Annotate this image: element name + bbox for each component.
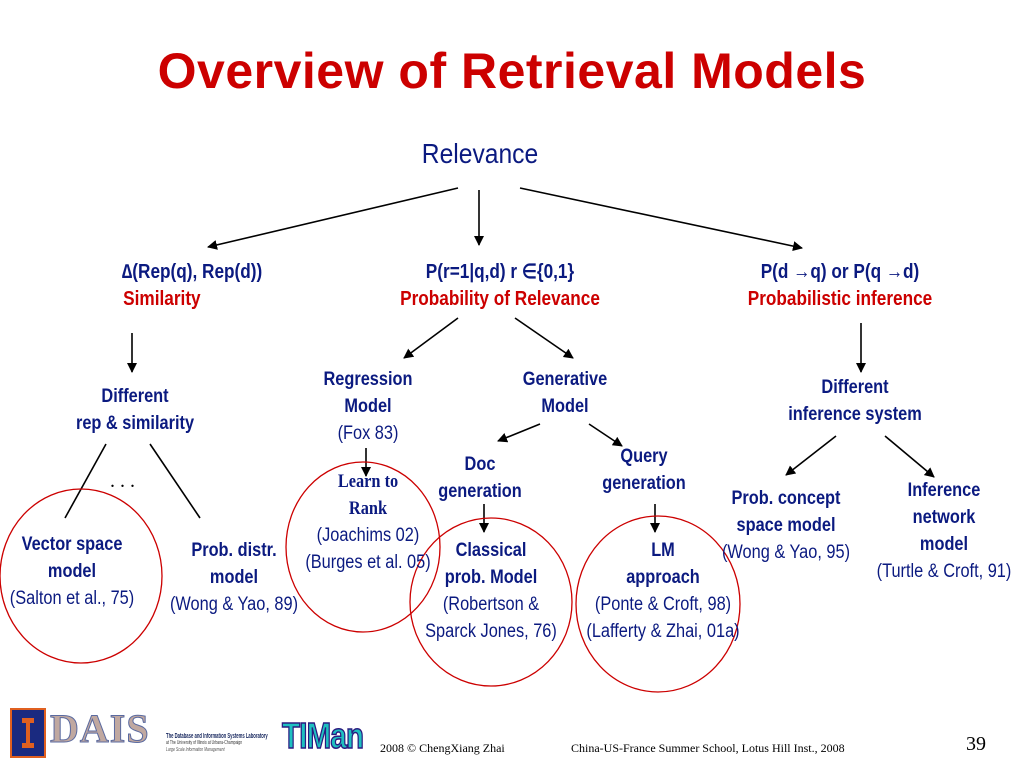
doc-gen-line2: generation — [438, 481, 522, 502]
arrow-diffinf-concept — [785, 435, 837, 476]
dais-caption-line3: Large Scale Information Management — [166, 747, 225, 753]
node-classical-prob-model: Classical prob. Model (Robertson & Sparc… — [417, 537, 565, 645]
prob-distr-cite: (Wong & Yao, 89) — [169, 594, 299, 615]
prob-distr-line2: model — [209, 567, 259, 588]
generative-line2: Model — [541, 396, 589, 417]
node-different-inference: Different inference system — [773, 374, 936, 428]
arrow-probability-regression — [403, 317, 459, 359]
node-vector-space-model: Vector space model (Salton et al., 75) — [3, 531, 141, 612]
inference-net-line2: network — [912, 507, 976, 528]
line-diffrep-probdistr — [149, 443, 201, 519]
ellipsis: . . . — [110, 470, 135, 492]
diff-rep-line2: rep & similarity — [75, 413, 195, 434]
prob-relevance-label: Probability of Relevance — [400, 288, 600, 310]
learn-rank-line1: Learn to — [337, 471, 399, 492]
node-relevance: Relevance — [421, 138, 539, 169]
vector-space-line2: model — [47, 561, 97, 582]
dais-caption-line1: The Database and Information Systems Lab… — [166, 733, 268, 740]
illinois-logo — [10, 708, 46, 758]
regression-line1: Regression — [323, 369, 413, 390]
footer-venue: China-US-France Summer School, Lotus Hil… — [571, 741, 845, 755]
regression-line2: Model — [344, 396, 392, 417]
prob-concept-cite: (Wong & Yao, 95) — [721, 542, 851, 563]
prob-inference-label: Probabilistic inference — [747, 288, 933, 310]
vector-space-cite: (Salton et al., 75) — [9, 588, 135, 609]
arrow-diffinf-network — [884, 435, 935, 478]
arrow-probability-generative — [514, 317, 574, 359]
node-prob-concept-space: Prob. concept space model (Wong & Yao, 9… — [717, 485, 855, 566]
highlight-circle-lm — [575, 515, 741, 693]
diff-inf-line1: Different — [821, 377, 889, 398]
highlight-circle-learn-to-rank — [285, 461, 441, 633]
node-different-rep: Different rep & similarity — [53, 383, 216, 437]
node-probabilistic-inference: P(d →q) or P(q →d) Probabilistic inferen… — [720, 259, 961, 313]
similarity-label: Similarity — [123, 288, 201, 310]
highlight-circle-vector-space — [0, 488, 163, 664]
page-number: 39 — [966, 733, 986, 755]
regression-cite: (Fox 83) — [337, 423, 399, 444]
diff-inf-line2: inference system — [788, 404, 922, 425]
classical-cite2: Sparck Jones, 76) — [425, 621, 557, 642]
lm-cite1: (Ponte & Croft, 98) — [594, 594, 732, 615]
learn-rank-cite2: (Burges et al. 05) — [305, 552, 431, 573]
slide-title: Overview of Retrieval Models — [157, 43, 867, 99]
node-inference-network: Inference network model (Turtle & Croft,… — [870, 477, 1018, 585]
timan-logo: TIMan — [281, 715, 364, 757]
doc-gen-line1: Doc — [464, 454, 496, 475]
vector-space-line1: Vector space — [21, 534, 123, 555]
prob-concept-line2: space model — [736, 515, 836, 536]
learn-rank-line2: Rank — [348, 498, 388, 519]
generative-line1: Generative — [522, 369, 608, 390]
similarity-formula: ∆(Rep(q), Rep(d)) — [121, 261, 263, 283]
line-diffrep-vector — [64, 443, 107, 519]
lm-cite2: (Lafferty & Zhai, 01a) — [586, 621, 740, 642]
dais-caption-line2: at The University of Illinois at Urbana-… — [166, 740, 243, 746]
prob-concept-line1: Prob. concept — [731, 488, 841, 509]
node-probability-of-relevance: P(r=1|q,d) r ∈{0,1} Probability of Relev… — [371, 259, 629, 313]
dais-logo-text: DAIS — [50, 706, 150, 751]
learn-rank-cite1: (Joachims 02) — [316, 525, 420, 546]
lm-line1: LM — [651, 540, 675, 561]
prob-distr-line1: Prob. distr. — [191, 540, 277, 561]
prob-relevance-formula: P(r=1|q,d) r ∈{0,1} — [425, 261, 575, 283]
dais-logo-caption: The Database and Information Systems Lab… — [166, 733, 296, 754]
classical-line2: prob. Model — [444, 567, 538, 588]
node-query-generation: Query generation — [589, 443, 699, 497]
inference-net-line3: model — [919, 534, 969, 555]
arrow-generative-doc — [497, 423, 541, 443]
arrow-generative-query — [588, 423, 623, 447]
node-lm-approach: LM approach (Ponte & Croft, 98) (Laffert… — [585, 537, 742, 645]
diff-rep-line1: Different — [101, 386, 169, 407]
classical-line1: Classical — [455, 540, 527, 561]
query-gen-line2: generation — [602, 473, 686, 494]
inference-net-cite: (Turtle & Croft, 91) — [876, 561, 1012, 582]
arrow-root-similarity — [207, 187, 459, 250]
highlight-circle-classical — [409, 517, 573, 687]
node-generative-model: Generative Model — [501, 366, 630, 420]
classical-cite1: (Robertson & — [442, 594, 540, 615]
lm-line2: approach — [626, 567, 700, 588]
query-gen-line1: Query — [620, 446, 668, 467]
node-similarity: ∆(Rep(q), Rep(d)) Similarity — [89, 259, 295, 313]
node-learn-to-rank: Learn to Rank (Joachims 02) (Burges et a… — [301, 468, 435, 576]
node-regression-model: Regression Model (Fox 83) — [301, 366, 435, 447]
node-prob-distr-model: Prob. distr. model (Wong & Yao, 89) — [169, 537, 300, 618]
arrow-root-inference — [519, 187, 803, 252]
prob-inference-formula: P(d →q) or P(q →d) — [760, 261, 920, 283]
inference-net-line1: Inference — [907, 480, 981, 501]
footer-copyright: 2008 © ChengXiang Zhai — [380, 741, 505, 755]
node-doc-generation: Doc generation — [428, 451, 531, 505]
